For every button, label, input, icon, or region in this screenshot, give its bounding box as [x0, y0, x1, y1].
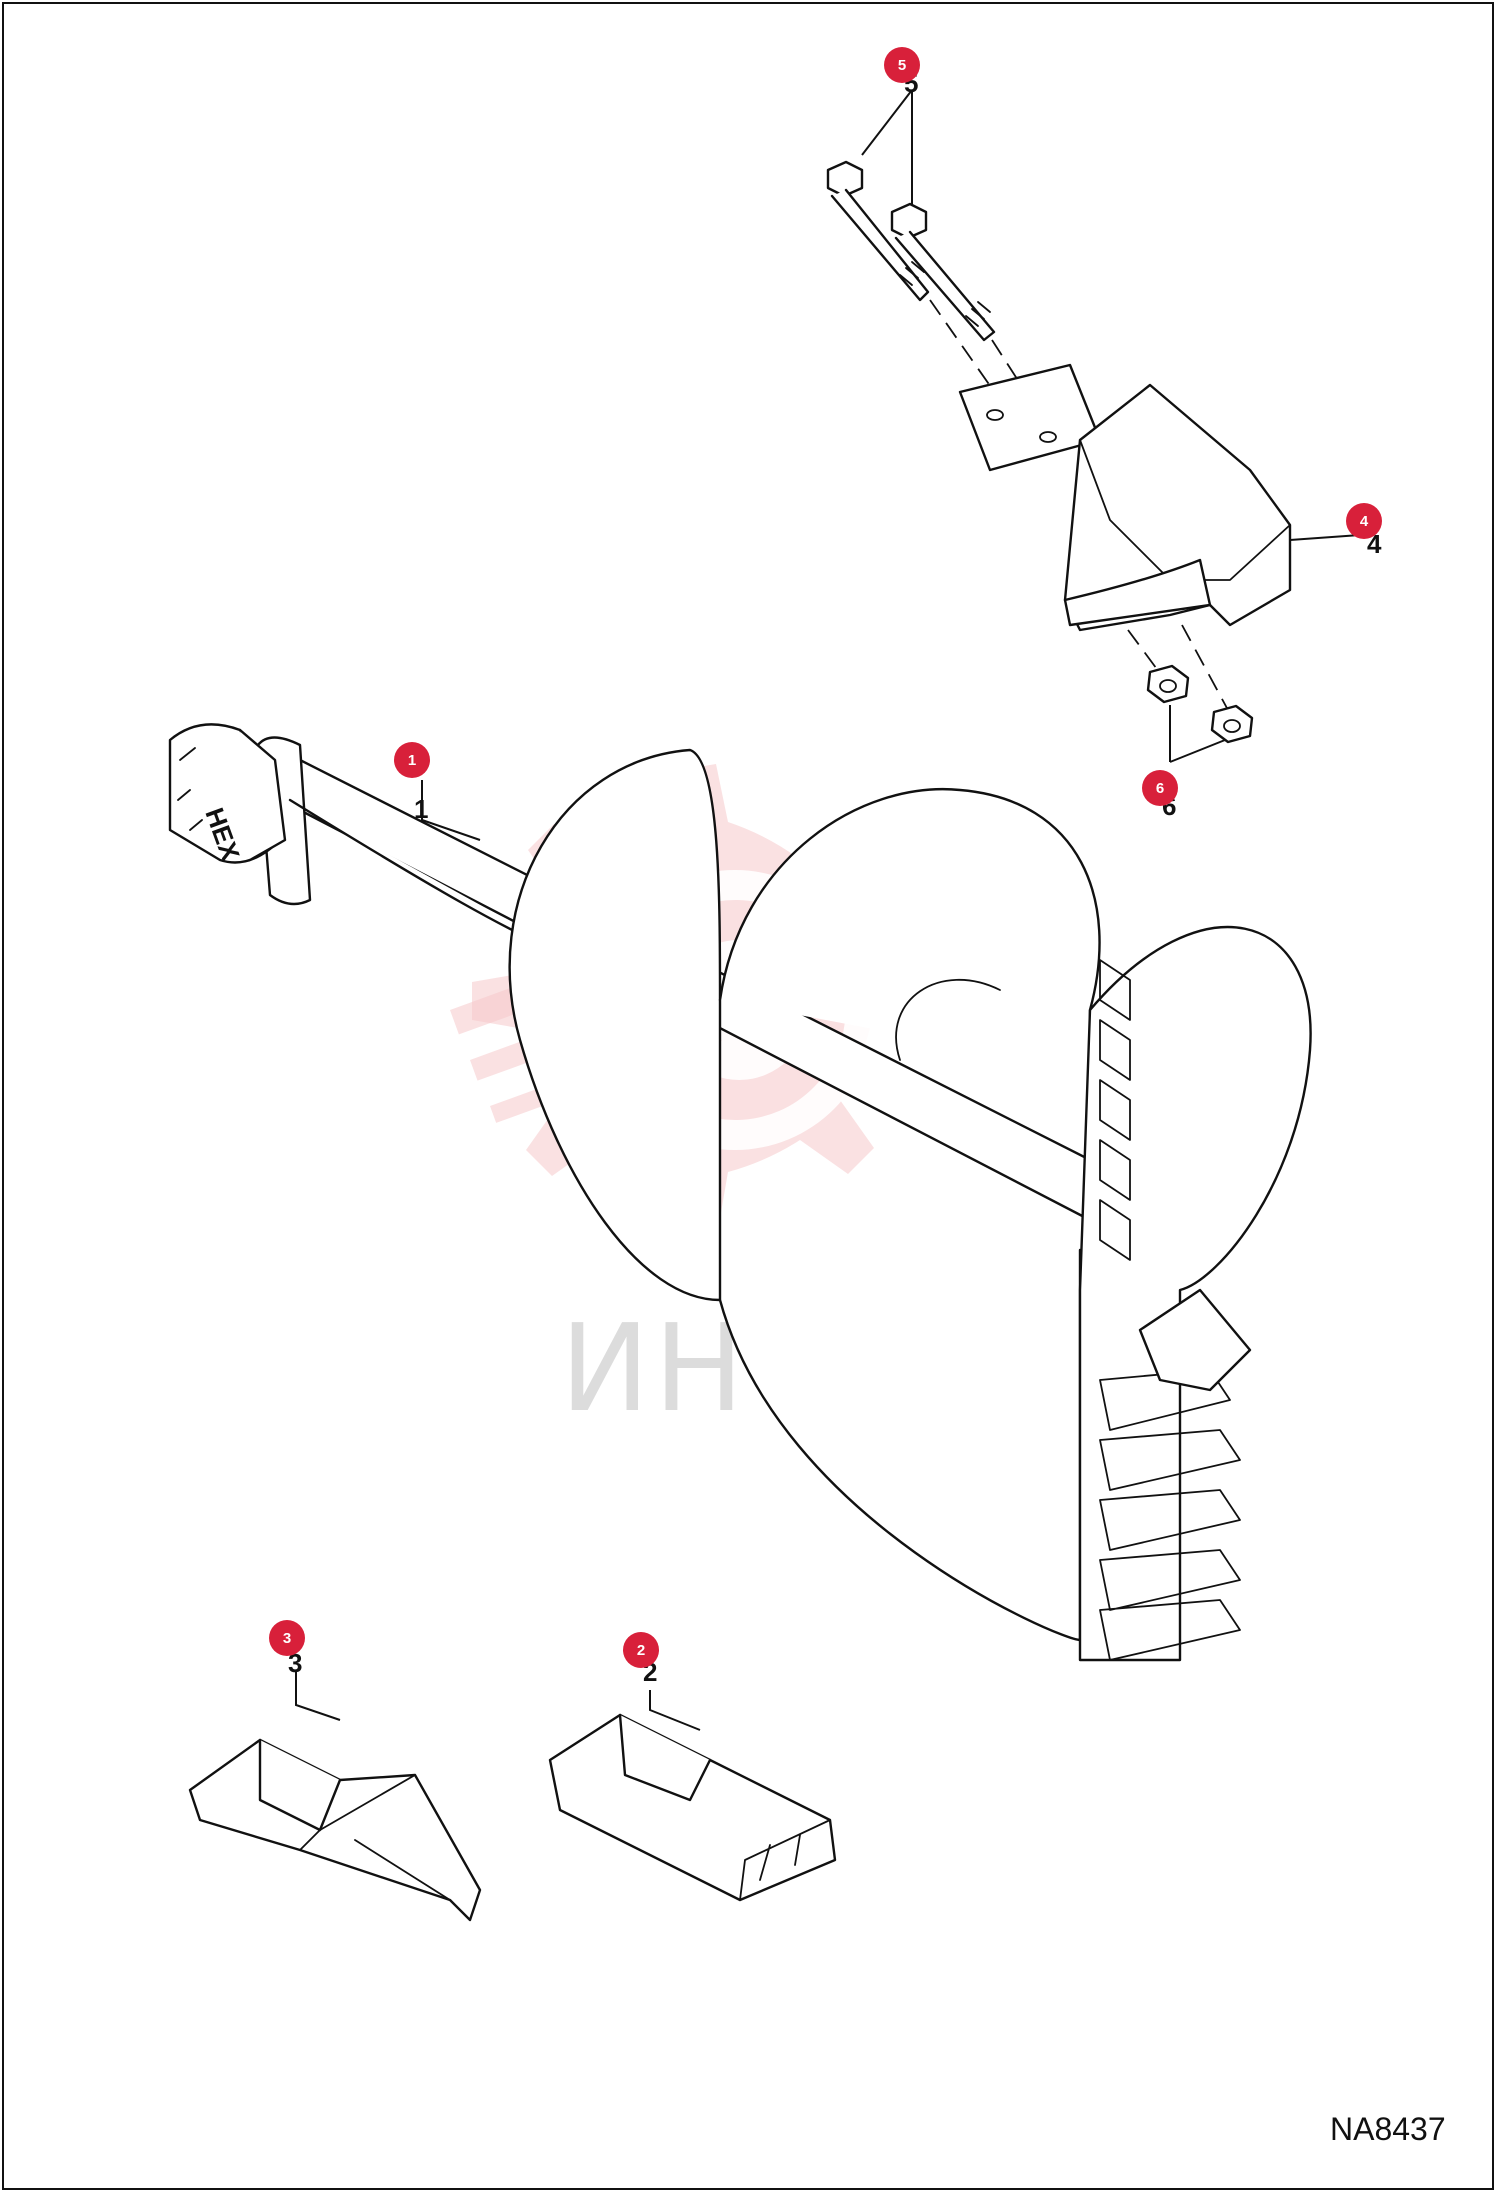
svg-text:4: 4	[1360, 513, 1369, 530]
svg-text:1: 1	[414, 794, 428, 824]
svg-text:6: 6	[1156, 780, 1164, 797]
svg-text:1: 1	[408, 752, 416, 769]
svg-text:5: 5	[898, 57, 906, 74]
part-1-auger: HEX	[168, 723, 1312, 1662]
svg-text:3: 3	[288, 1648, 302, 1678]
callout-2: 2 2	[623, 1632, 659, 1687]
callout-badge-3	[269, 1620, 305, 1656]
part-2-tooth	[548, 1713, 837, 1902]
part-6-nuts	[1127, 624, 1254, 744]
drawing-reference: NA8437	[1330, 2111, 1446, 2147]
part-5-bolts	[826, 160, 1051, 431]
part-4-pilot-bit	[958, 363, 1292, 632]
part-3-tooth	[188, 1738, 482, 1922]
callout-badge-4	[1346, 503, 1382, 539]
callout-leaders	[295, 89, 1361, 1731]
callout-4: 4 4	[1346, 503, 1382, 559]
callout-badge-2	[623, 1632, 659, 1668]
callout-badge-1	[394, 742, 430, 778]
svg-text:2: 2	[637, 1642, 645, 1659]
callout-3: 3 3	[269, 1620, 305, 1678]
callout-badge-6	[1142, 770, 1178, 806]
callout-1: 1 1	[394, 742, 430, 824]
callout-6: 6 6	[1142, 770, 1178, 821]
callout-5: 5 5	[884, 47, 920, 98]
callout-badge-5	[884, 47, 920, 83]
svg-text:3: 3	[283, 1630, 291, 1647]
